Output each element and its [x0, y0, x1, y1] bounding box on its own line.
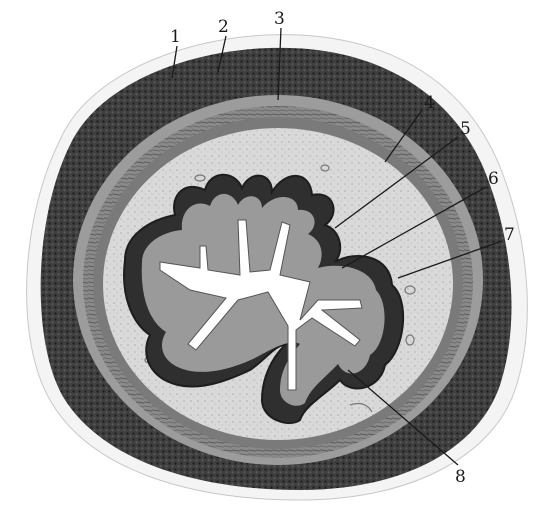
- callout-8: 8: [455, 467, 466, 487]
- callout-3: 3: [274, 9, 285, 29]
- callout-4: 4: [424, 93, 435, 113]
- callout-7: 7: [504, 225, 515, 245]
- callout-6: 6: [488, 169, 499, 189]
- callout-1: 1: [170, 27, 181, 47]
- callout-2: 2: [218, 17, 229, 37]
- callout-5: 5: [460, 119, 471, 139]
